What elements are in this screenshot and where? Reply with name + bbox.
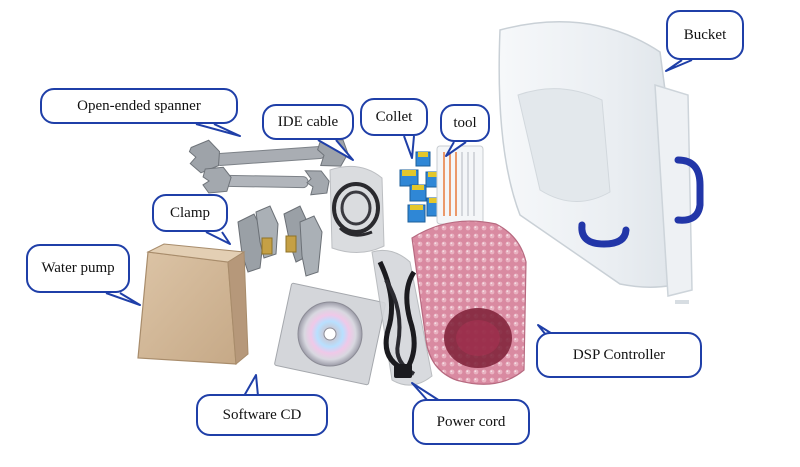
label-ide-cable-text: IDE cable <box>277 113 339 130</box>
label-open-ended-spanner-text: Open-ended spanner <box>77 97 201 114</box>
dsp-controller <box>411 220 527 385</box>
cd-disc-icon <box>274 282 386 386</box>
label-software-cd-text: Software CD <box>222 406 302 423</box>
callout-tails <box>105 59 693 402</box>
label-bucket-text: Bucket <box>683 26 727 43</box>
label-collet-text: Collet <box>375 108 413 125</box>
wrench-icon <box>188 138 349 196</box>
label-open-ended-spanner: Open-ended spanner <box>40 88 238 124</box>
label-software-cd: Software CD <box>196 394 328 436</box>
bucket <box>498 21 704 304</box>
label-bucket: Bucket <box>666 10 744 60</box>
label-tool-text: tool <box>453 114 477 131</box>
label-dsp-controller: DSP Controller <box>536 332 702 378</box>
label-ide-cable: IDE cable <box>262 104 354 140</box>
ide-cable <box>329 165 385 253</box>
water-pump-box <box>137 243 249 366</box>
label-collet: Collet <box>360 98 428 136</box>
power-cord <box>371 249 433 386</box>
label-power-cord: Power cord <box>412 399 530 445</box>
tool-bit-case <box>436 145 484 225</box>
label-clamp: Clamp <box>152 194 228 232</box>
label-dsp-controller-text: DSP Controller <box>572 346 666 363</box>
label-water-pump-text: Water pump <box>41 260 115 276</box>
label-clamp-text: Clamp <box>170 204 210 221</box>
label-tool: tool <box>440 104 490 142</box>
clamp-set <box>237 205 323 277</box>
label-power-cord-text: Power cord <box>436 413 506 430</box>
label-water-pump: Water pump <box>26 244 130 293</box>
